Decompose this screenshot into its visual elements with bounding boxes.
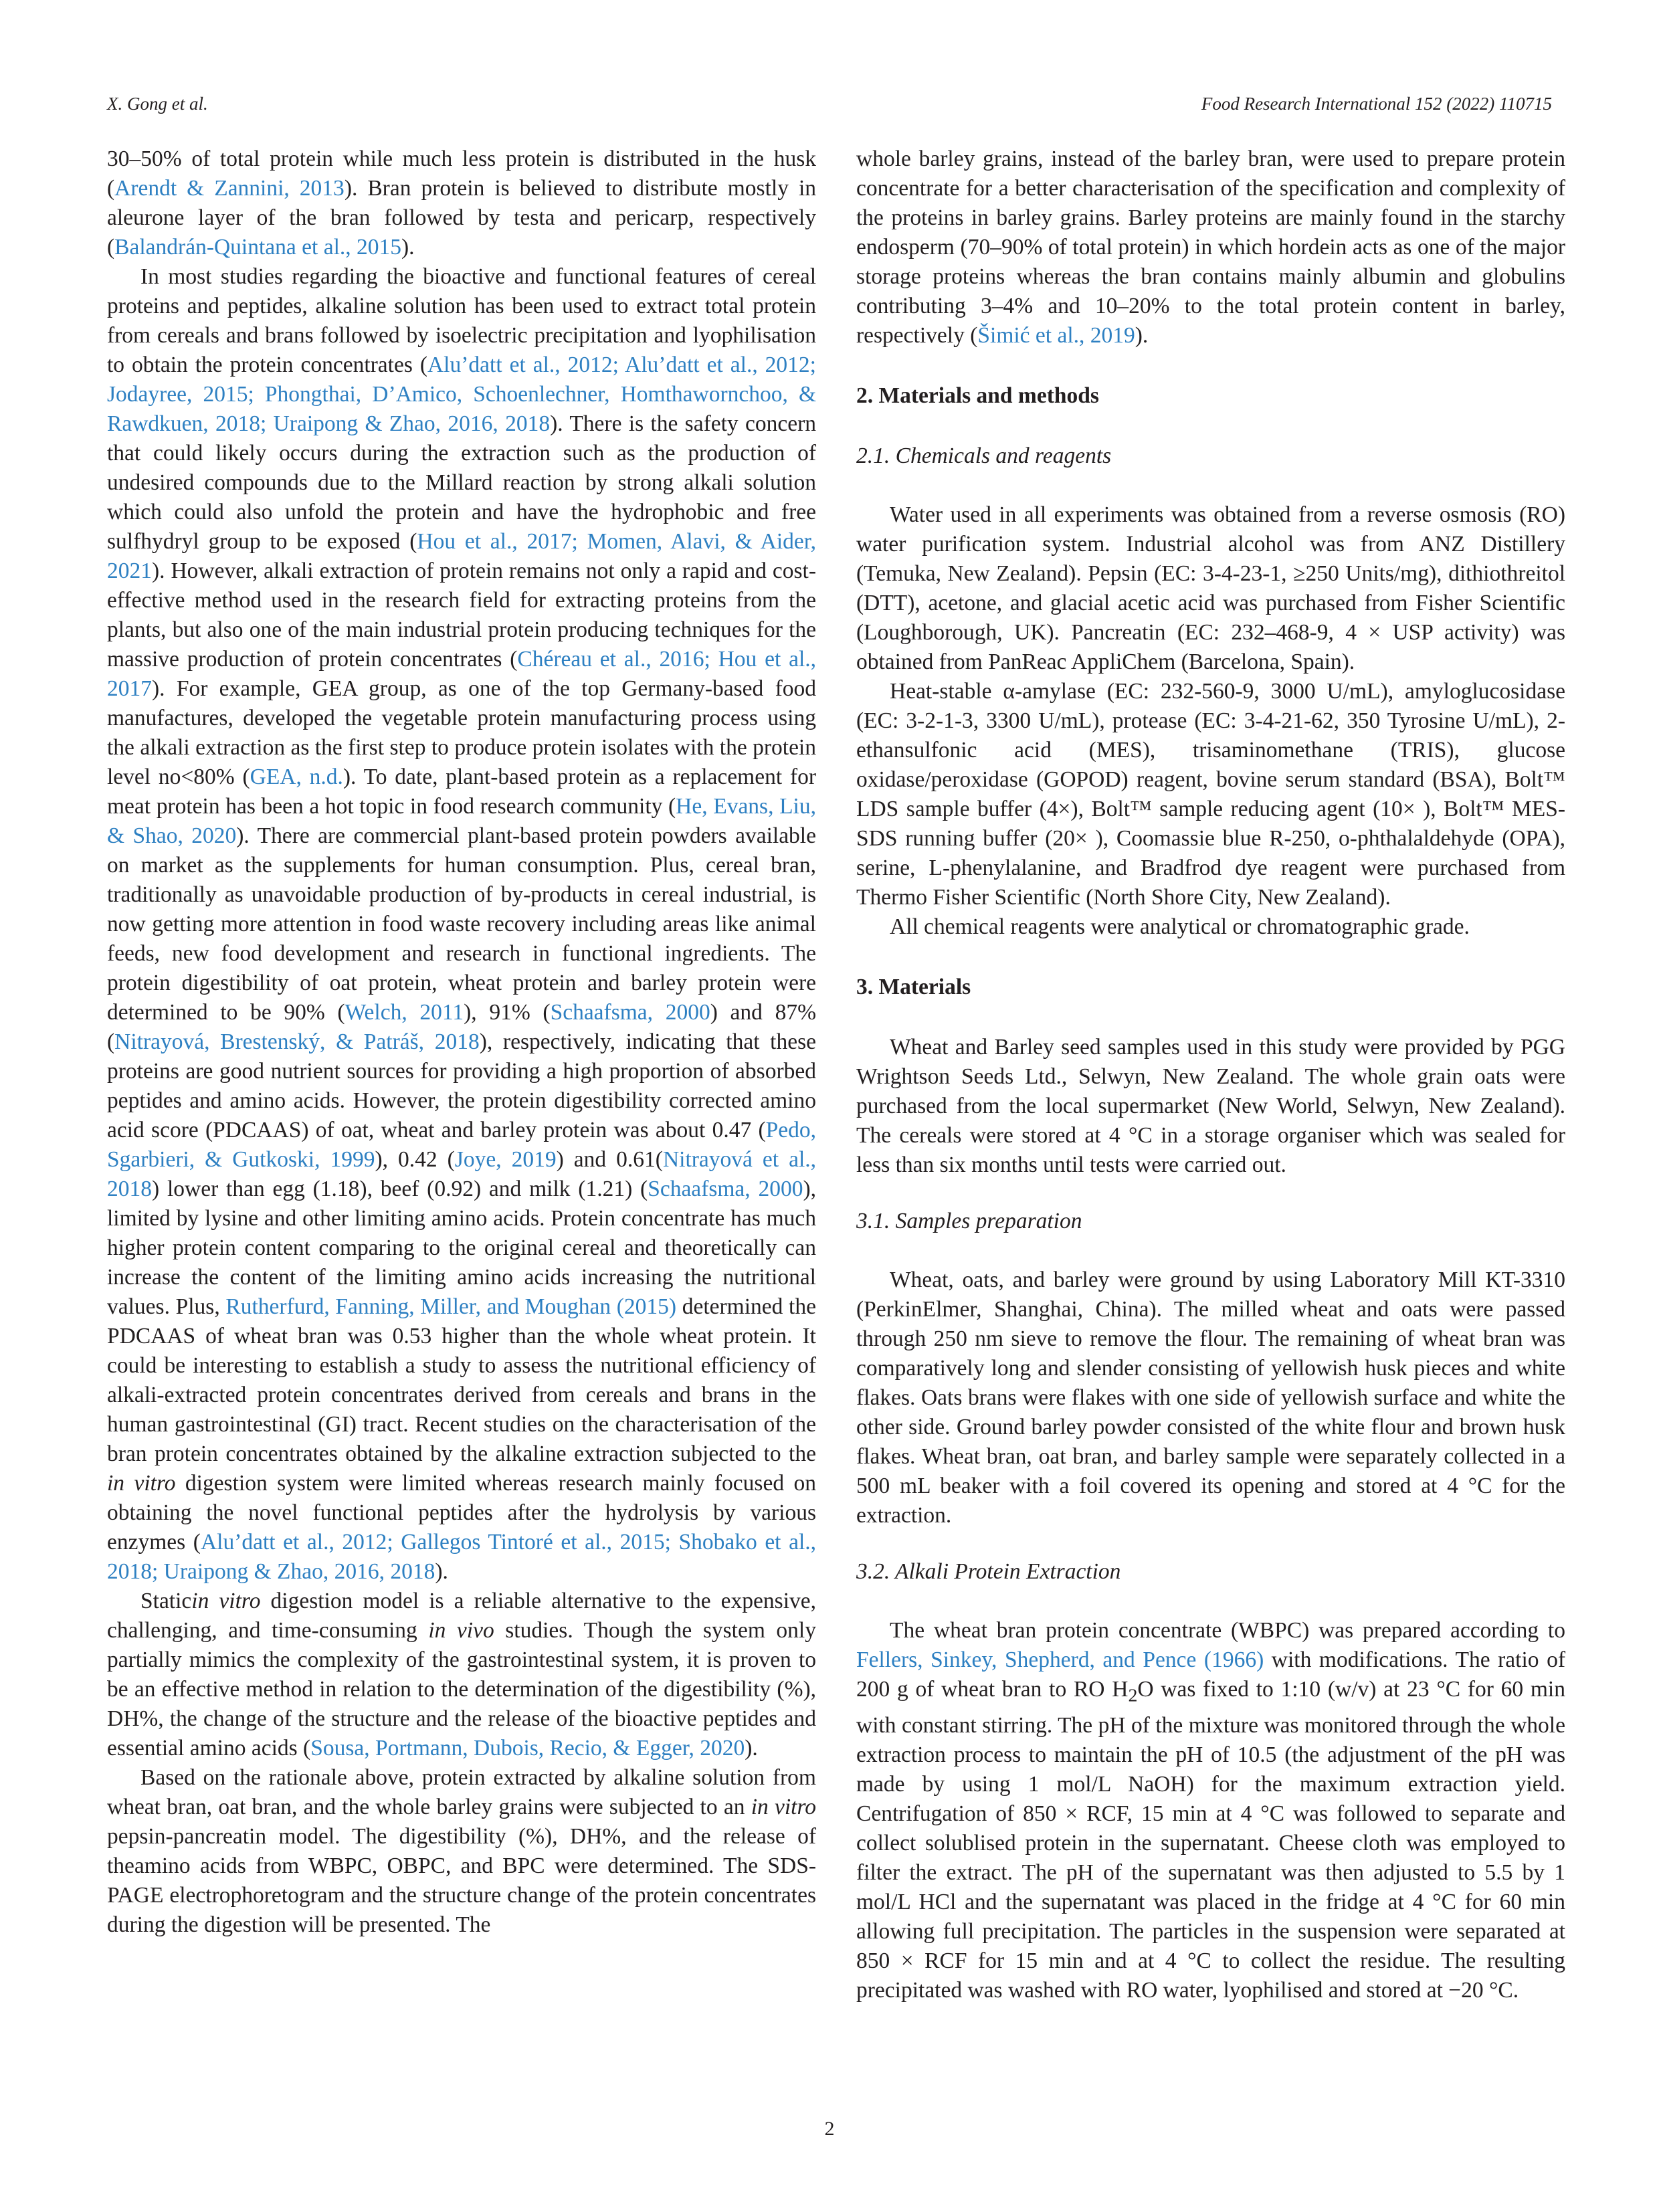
citation-link[interactable]: Nitrayová et al., 2018: [107, 1147, 817, 1201]
citation-link[interactable]: Rutherfurd, Fanning, Miller, and Moughan…: [225, 1294, 677, 1319]
citation-link[interactable]: Fellers, Sinkey, Shepherd, and Pence (19…: [856, 1647, 1264, 1672]
paragraph-chemicals-1: Water used in all experiments was obtain…: [856, 502, 1565, 674]
section-heading-materials: 3. Materials: [856, 975, 971, 999]
citation-link[interactable]: Chéreau et al., 2016; Hou et al., 2017: [107, 647, 816, 701]
section-heading-materials-methods: 2. Materials and methods: [856, 383, 1099, 408]
citation-link[interactable]: GEA, n.d.: [250, 765, 343, 789]
left-column: 30–50% of total protein while much less …: [107, 144, 816, 1940]
subsection-heading-alkali: 3.2. Alkali Protein Extraction: [856, 1559, 1121, 1584]
header-journal: Food Research International 152 (2022) 1…: [1201, 94, 1552, 114]
paragraph-chemicals-3: All chemical reagents were analytical or…: [890, 914, 1470, 939]
right-column: whole barley grains, instead of the barl…: [856, 144, 1565, 2005]
subsection-heading-chemicals: 2.1. Chemicals and reagents: [856, 443, 1112, 468]
paragraph-static-in-vitro: Staticin vitro digestion model is a reli…: [107, 1589, 816, 1761]
citation-link[interactable]: Hou et al., 2017; Momen, Alavi, & Aider,…: [107, 529, 816, 583]
citation-link[interactable]: Joye, 2019: [454, 1147, 557, 1172]
paragraph-alkali-extraction: The wheat bran protein concentrate (WBPC…: [856, 1618, 1565, 2003]
citation-link[interactable]: Sousa, Portmann, Dubois, Recio, & Egger,…: [310, 1736, 745, 1761]
paragraph-intro-continued: 30–50% of total protein while much less …: [107, 146, 816, 260]
citation-link[interactable]: Alu’datt et al., 2012; Alu’datt et al., …: [107, 353, 816, 436]
paragraph-materials: Wheat and Barley seed samples used in th…: [856, 1035, 1565, 1177]
citation-link[interactable]: Schaafsma, 2000: [648, 1177, 803, 1201]
citation-link[interactable]: Arendt & Zannini, 2013: [114, 176, 345, 201]
citation-link[interactable]: Balandrán-Quintana et al., 2015: [114, 235, 401, 260]
paragraph-barley-proteins: whole barley grains, instead of the barl…: [856, 146, 1565, 348]
header-authors: X. Gong et al.: [107, 94, 208, 114]
citation-link[interactable]: Pedo, Sgarbieri, & Gutkoski, 1999: [107, 1118, 816, 1172]
page-number: 2: [824, 2118, 835, 2140]
citation-link[interactable]: Schaafsma, 2000: [550, 1000, 710, 1025]
citation-link[interactable]: Alu’datt et al., 2012; Gallegos Tintoré …: [107, 1530, 816, 1584]
citation-link[interactable]: Welch, 2011: [345, 1000, 464, 1025]
subsection-heading-samples: 3.1. Samples preparation: [856, 1209, 1082, 1233]
citation-link[interactable]: Šimić et al., 2019: [977, 323, 1135, 348]
paragraph-samples: Wheat, oats, and barley were ground by u…: [856, 1268, 1565, 1528]
citation-link[interactable]: He, Evans, Liu, & Shao, 2020: [107, 794, 816, 848]
paragraph-chemicals-2: Heat-stable α-amylase (EC: 232-560-9, 30…: [856, 679, 1565, 910]
paragraph-alkaline-extraction: In most studies regarding the bioactive …: [107, 264, 817, 1584]
paragraph-rationale: Based on the rationale above, protein ex…: [107, 1765, 816, 1937]
running-header: X. Gong et al. Food Research Internation…: [107, 94, 1552, 127]
citation-link[interactable]: Nitrayová, Brestenský, & Patráš, 2018: [114, 1029, 480, 1054]
